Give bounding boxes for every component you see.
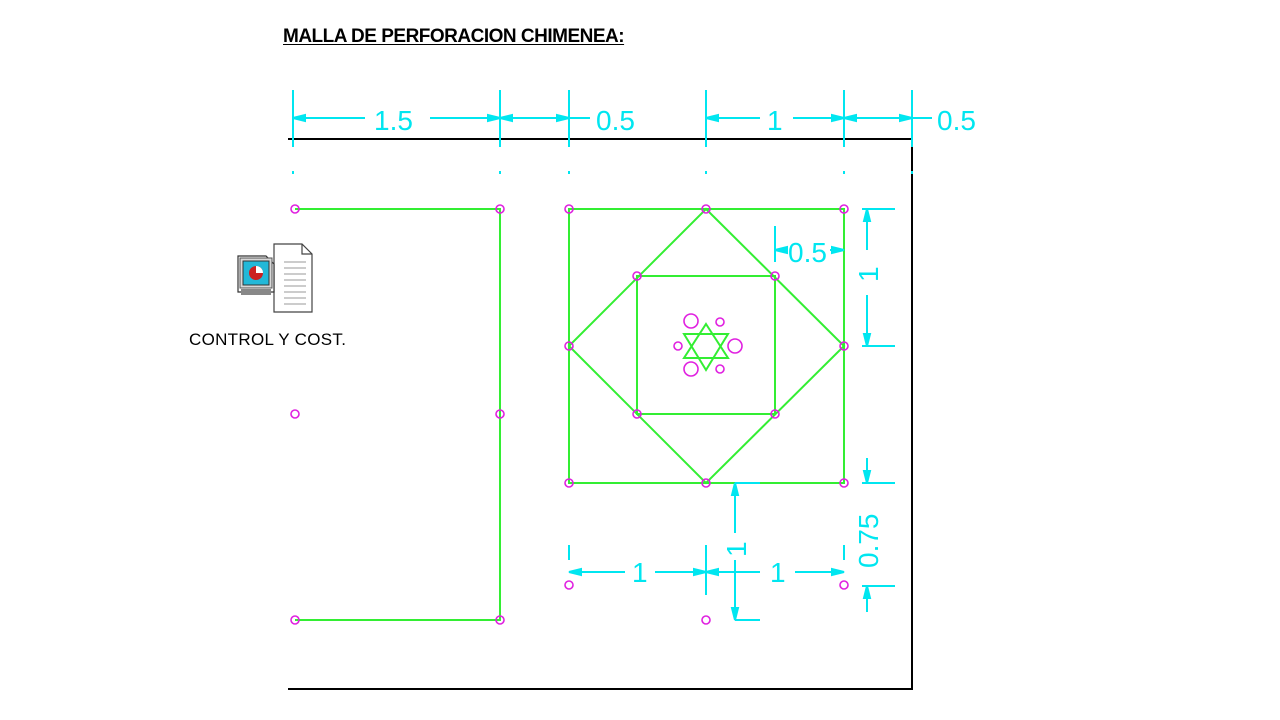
drill-hole (495, 409, 505, 419)
relief-hole-large (727, 338, 743, 354)
drill-hole (701, 615, 711, 625)
drill-hole (495, 204, 505, 214)
drill-hole (290, 204, 300, 214)
drill-hole (290, 615, 300, 625)
drill-hole (770, 271, 780, 281)
dim-label-right-lower: 0.75 (853, 514, 884, 569)
drill-hole (564, 204, 574, 214)
drill-hole (839, 341, 849, 351)
drill-hole (839, 204, 849, 214)
drill-hole (564, 341, 574, 351)
mesh-lines (295, 207, 846, 621)
dim-label-top-1: 1.5 (374, 105, 413, 136)
dim-label-top-3: 1 (767, 105, 783, 136)
diamond (567, 207, 846, 485)
slide-title: MALLA DE PERFORACION CHIMENEA: (283, 26, 625, 47)
star-triangle-down (682, 333, 730, 372)
drill-hole (632, 409, 642, 419)
cut-hole (673, 341, 683, 351)
drill-hole (290, 409, 300, 419)
dim-label-bottom-left: 1 (632, 557, 648, 588)
drill-hole (839, 478, 849, 488)
drill-holes (290, 204, 849, 625)
inner-square (636, 275, 776, 415)
inner-dimensions (568, 208, 895, 621)
left-bracket-line (295, 208, 501, 621)
dim-label-inner-offset: 0.5 (788, 237, 827, 268)
cut-hole (715, 317, 725, 327)
dim-label-top-4: 0.5 (937, 105, 976, 136)
drill-hole (701, 204, 711, 214)
top-dimension-chain (292, 90, 932, 174)
frame (288, 138, 913, 690)
drill-hole (495, 615, 505, 625)
relief-hole-large (683, 313, 699, 329)
drill-hole (564, 580, 574, 590)
document-chart-icon (236, 242, 316, 316)
drill-hole (839, 580, 849, 590)
star-triangle-up (682, 322, 730, 359)
dim-label-bottom-vertical: 1 (721, 541, 752, 557)
drill-hole (564, 478, 574, 488)
drill-hole (701, 478, 711, 488)
relief-hole-large (683, 361, 699, 377)
dim-label-right-vertical: 1 (853, 266, 884, 282)
drill-hole (632, 271, 642, 281)
drill-hole (770, 409, 780, 419)
dim-label-top-2: 0.5 (596, 105, 635, 136)
dim-label-bottom-right: 1 (770, 557, 786, 588)
cut-hole (715, 364, 725, 374)
embedded-object-label: CONTROL Y COST. (189, 330, 347, 349)
embedded-object-control-y-cost[interactable]: CONTROL Y COST. (186, 240, 376, 360)
